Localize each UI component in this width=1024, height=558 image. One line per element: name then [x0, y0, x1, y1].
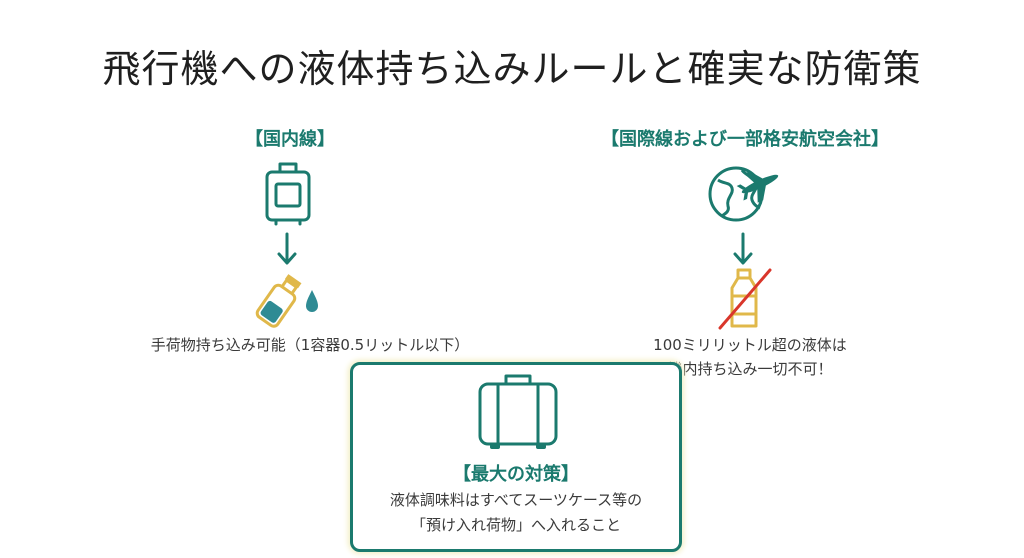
bottle-droplet-icon: [255, 274, 318, 328]
suitcase-trolley-icon: [265, 162, 311, 226]
domestic-caption: 手荷物持ち込み可能（1容器0.5リットル以下）: [150, 336, 470, 354]
best-measure-text: 液体調味料はすべてスーツケース等の 「預け入れ荷物」へ入れること: [350, 488, 682, 538]
international-heading: 【国際線および一部格安航空会社】: [601, 129, 889, 150]
best-measure-line2: 「預け入れ荷物」へ入れること: [410, 516, 621, 534]
arrow-down-icon: [733, 232, 753, 265]
page-title: 飛行機への液体持ち込みルールと確実な防衛策: [102, 47, 922, 91]
international-caption-line1: 100ミリリットル超の液体は: [653, 336, 847, 354]
best-measure-line1: 液体調味料はすべてスーツケース等の: [389, 491, 643, 509]
globe-airplane-icon: [708, 166, 779, 222]
international-caption-line2: 機内持ち込み一切不可！: [667, 360, 833, 378]
domestic-heading: 【国内線】: [245, 129, 335, 150]
international-caption: 100ミリリットル超の液体は 機内持ち込み一切不可！: [600, 333, 900, 381]
best-measure-box: [350, 362, 682, 552]
arrow-down-icon: [277, 232, 297, 265]
prohibited-bottle-icon: [718, 268, 772, 330]
best-measure-heading: 【最大の対策】: [453, 464, 579, 485]
briefcase-icon: [478, 374, 558, 449]
